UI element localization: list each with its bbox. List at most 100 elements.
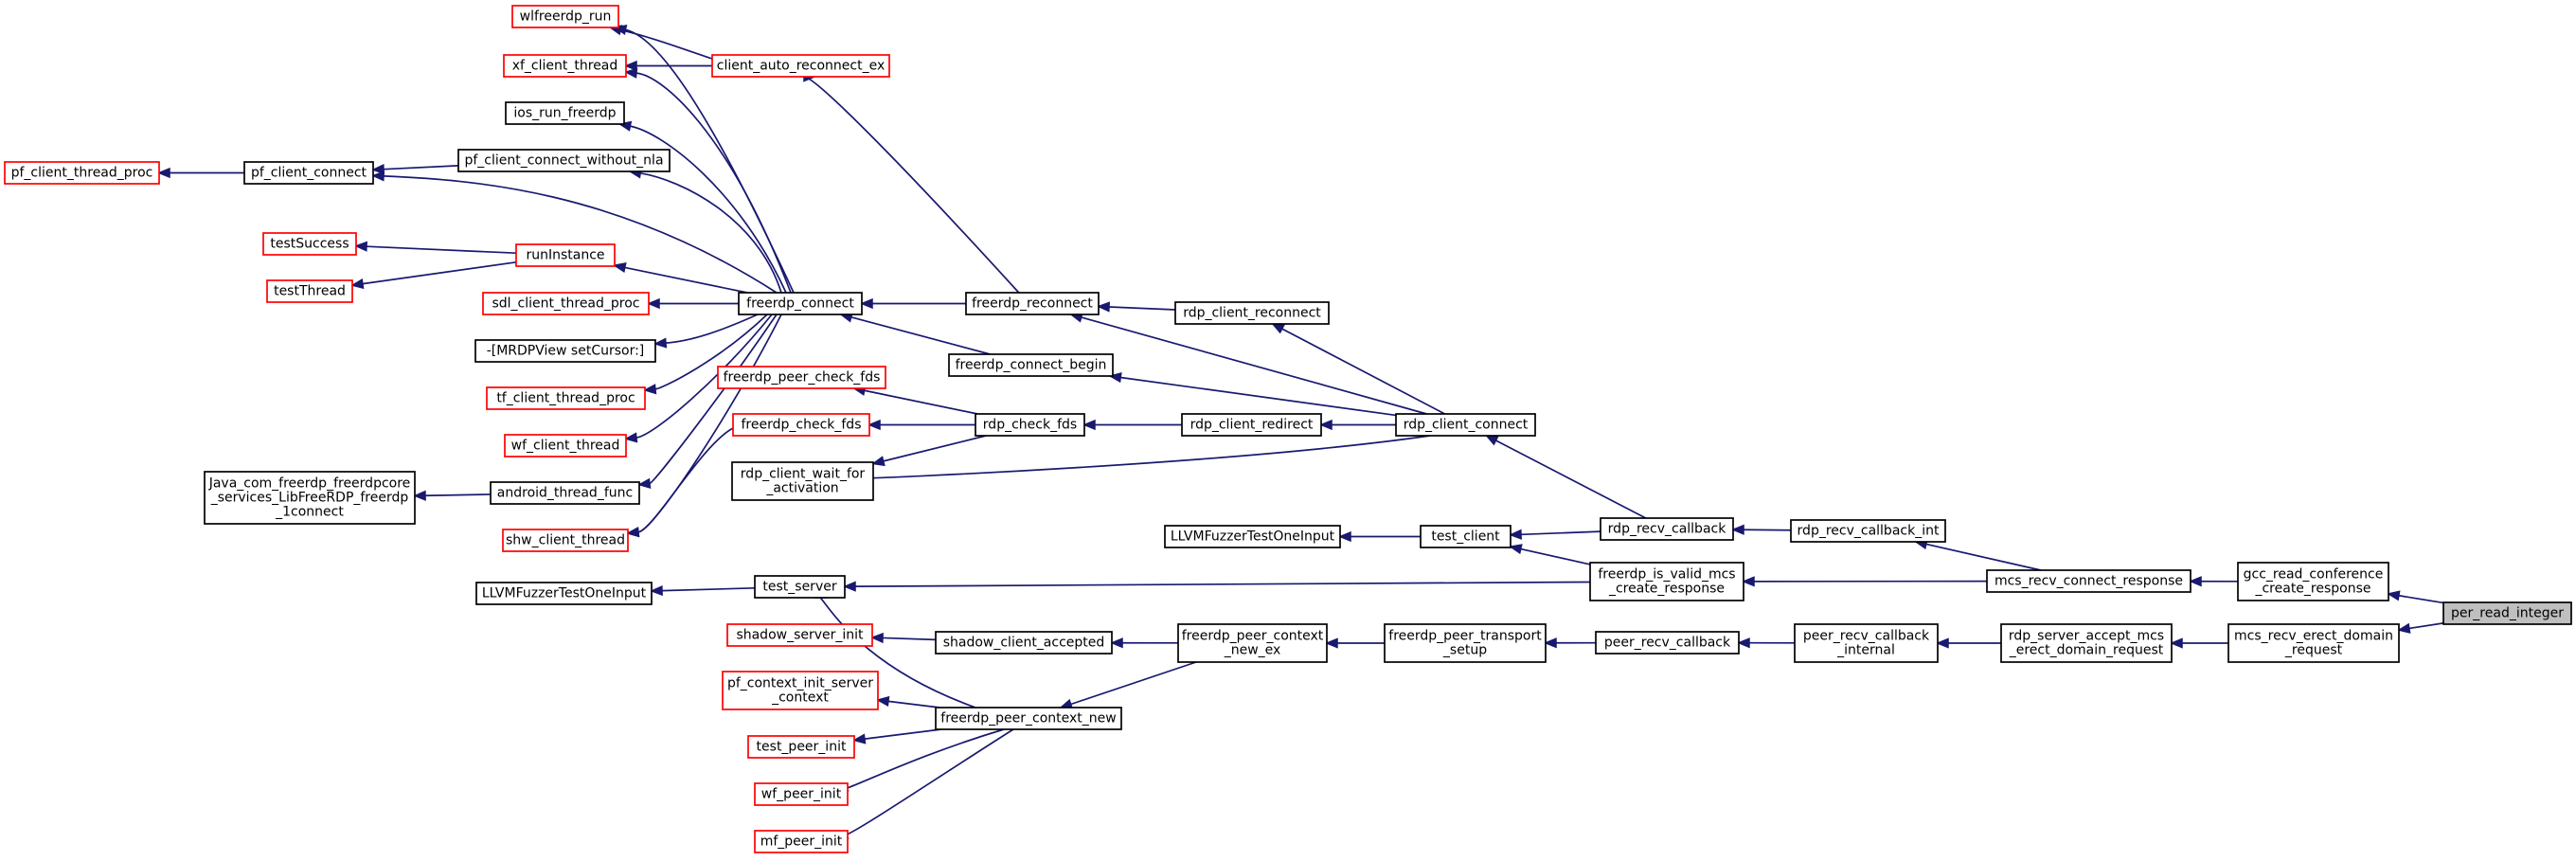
node-box[interactable] (935, 707, 1122, 730)
node-box[interactable] (1384, 623, 1547, 663)
node-freerdp_is_valid_mcs_create_response[interactable]: freerdp_is_valid_mcs_create_response (1589, 562, 1744, 601)
node-box[interactable] (515, 243, 616, 267)
node-box[interactable] (1177, 623, 1328, 663)
node-box[interactable] (262, 232, 357, 256)
node-freerdp_peer_transport_setup[interactable]: freerdp_peer_transport_setup (1384, 623, 1547, 663)
node-box[interactable] (731, 461, 874, 501)
node-freerdp_peer_check_fds[interactable]: freerdp_peer_check_fds (717, 366, 886, 389)
node-runInstance[interactable]: runInstance (515, 243, 616, 267)
node-box[interactable] (1164, 525, 1341, 548)
node-box[interactable] (747, 735, 855, 759)
node-test_server[interactable]: test_server (754, 575, 846, 599)
node-wlfreerdp_run[interactable]: wlfreerdp_run (511, 5, 619, 28)
node-wf_peer_init[interactable]: wf_peer_init (754, 782, 849, 806)
node-rdp_client_wait_for_activation[interactable]: rdp_client_wait_for_activation (731, 461, 874, 501)
node-box[interactable] (266, 279, 353, 303)
node-shw_client_thread[interactable]: shw_client_thread (502, 529, 629, 552)
node-box[interactable] (490, 481, 640, 505)
node-rdp_client_redirect[interactable]: rdp_client_redirect (1181, 413, 1322, 437)
node-box[interactable] (754, 575, 846, 599)
node-box[interactable] (482, 292, 650, 315)
node-box[interactable] (243, 161, 374, 185)
node-box[interactable] (1589, 562, 1744, 601)
node-box[interactable] (1174, 301, 1330, 325)
node-box[interactable] (504, 434, 627, 457)
node-box[interactable] (975, 413, 1085, 437)
node-rdp_client_reconnect[interactable]: rdp_client_reconnect (1174, 301, 1330, 325)
node-box[interactable] (486, 386, 646, 410)
node-box[interactable] (935, 631, 1113, 655)
node-box[interactable] (1790, 519, 1946, 543)
node-box[interactable] (502, 529, 629, 552)
node-box[interactable] (948, 353, 1114, 377)
node-freerdp_peer_context_new[interactable]: freerdp_peer_context_new (935, 707, 1122, 730)
node-testThread[interactable]: testThread (266, 279, 353, 303)
node-box[interactable] (722, 671, 879, 710)
node-MRDPView_setCursor[interactable]: -[MRDPView setCursor:] (474, 339, 656, 363)
node-box[interactable] (726, 623, 873, 647)
node-LLVMFuzzerTestOneInput_client[interactable]: LLVMFuzzerTestOneInput (1164, 525, 1341, 548)
node-box[interactable] (475, 582, 653, 605)
node-android_thread_func[interactable]: android_thread_func (490, 481, 640, 505)
node-tf_client_thread_proc[interactable]: tf_client_thread_proc (486, 386, 646, 410)
node-freerdp_check_fds[interactable]: freerdp_check_fds (732, 413, 870, 437)
node-rdp_server_accept_mcs_erect_domain_request[interactable]: rdp_server_accept_mcs_erect_domain_reque… (2000, 623, 2173, 663)
node-mcs_recv_erect_domain_request[interactable]: mcs_recv_erect_domain_request (2227, 623, 2400, 663)
node-box[interactable] (4, 161, 160, 185)
node-mf_peer_init[interactable]: mf_peer_init (754, 830, 849, 853)
node-mcs_recv_connect_response[interactable]: mcs_recv_connect_response (1986, 569, 2191, 593)
node-box[interactable] (2442, 601, 2572, 625)
node-testSuccess[interactable]: testSuccess (262, 232, 357, 256)
node-xf_client_thread[interactable]: xf_client_thread (503, 54, 627, 78)
node-rdp_recv_callback[interactable]: rdp_recv_callback (1600, 517, 1734, 541)
node-freerdp_connect_begin[interactable]: freerdp_connect_begin (948, 353, 1114, 377)
node-box[interactable] (505, 101, 625, 125)
node-freerdp_connect[interactable]: freerdp_connect (738, 292, 863, 315)
node-freerdp_peer_context_new_ex[interactable]: freerdp_peer_context_new_ex (1177, 623, 1328, 663)
node-pf_client_connect[interactable]: pf_client_connect (243, 161, 374, 185)
node-shadow_server_init[interactable]: shadow_server_init (726, 623, 873, 647)
node-box[interactable] (711, 54, 890, 78)
node-box[interactable] (717, 366, 886, 389)
node-box[interactable] (965, 292, 1100, 315)
node-box[interactable] (204, 471, 416, 525)
node-pf_client_thread_proc[interactable]: pf_client_thread_proc (4, 161, 160, 185)
node-box[interactable] (1181, 413, 1322, 437)
node-Java_com_freerdp[interactable]: Java_com_freerdp_freerdpcore_services_Li… (204, 471, 416, 525)
node-freerdp_reconnect[interactable]: freerdp_reconnect (965, 292, 1100, 315)
node-shadow_client_accepted[interactable]: shadow_client_accepted (935, 631, 1113, 655)
node-box[interactable] (511, 5, 619, 28)
node-box[interactable] (738, 292, 863, 315)
node-LLVMFuzzerTestOneInput_server[interactable]: LLVMFuzzerTestOneInput (475, 582, 653, 605)
node-box[interactable] (2237, 562, 2389, 601)
node-box[interactable] (1595, 631, 1740, 655)
node-box[interactable] (1395, 413, 1536, 437)
node-box[interactable] (754, 782, 849, 806)
node-box[interactable] (1420, 525, 1512, 548)
node-rdp_check_fds[interactable]: rdp_check_fds (975, 413, 1085, 437)
node-sdl_client_thread_proc[interactable]: sdl_client_thread_proc (482, 292, 650, 315)
node-box[interactable] (1794, 623, 1939, 663)
node-rdp_client_connect[interactable]: rdp_client_connect (1395, 413, 1536, 437)
node-wf_client_thread[interactable]: wf_client_thread (504, 434, 627, 457)
node-test_peer_init[interactable]: test_peer_init (747, 735, 855, 759)
node-box[interactable] (503, 54, 627, 78)
node-per_read_integer[interactable]: per_read_integer (2442, 601, 2572, 625)
node-pf_context_init_server_context[interactable]: pf_context_init_server_context (722, 671, 879, 710)
node-peer_recv_callback_internal[interactable]: peer_recv_callback_internal (1794, 623, 1939, 663)
node-box[interactable] (1986, 569, 2191, 593)
node-box[interactable] (2000, 623, 2173, 663)
node-ios_run_freerdp[interactable]: ios_run_freerdp (505, 101, 625, 125)
node-box[interactable] (474, 339, 656, 363)
node-box[interactable] (457, 149, 671, 172)
node-rdp_recv_callback_int[interactable]: rdp_recv_callback_int (1790, 519, 1946, 543)
node-box[interactable] (2227, 623, 2400, 663)
node-gcc_read_conference_create_response[interactable]: gcc_read_conference_create_response (2237, 562, 2389, 601)
node-test_client[interactable]: test_client (1420, 525, 1512, 548)
node-box[interactable] (732, 413, 870, 437)
node-peer_recv_callback[interactable]: peer_recv_callback (1595, 631, 1740, 655)
node-pf_client_connect_without_nla[interactable]: pf_client_connect_without_nla (457, 149, 671, 172)
node-box[interactable] (754, 830, 849, 853)
node-client_auto_reconnect_ex[interactable]: client_auto_reconnect_ex (711, 54, 890, 78)
node-box[interactable] (1600, 517, 1734, 541)
